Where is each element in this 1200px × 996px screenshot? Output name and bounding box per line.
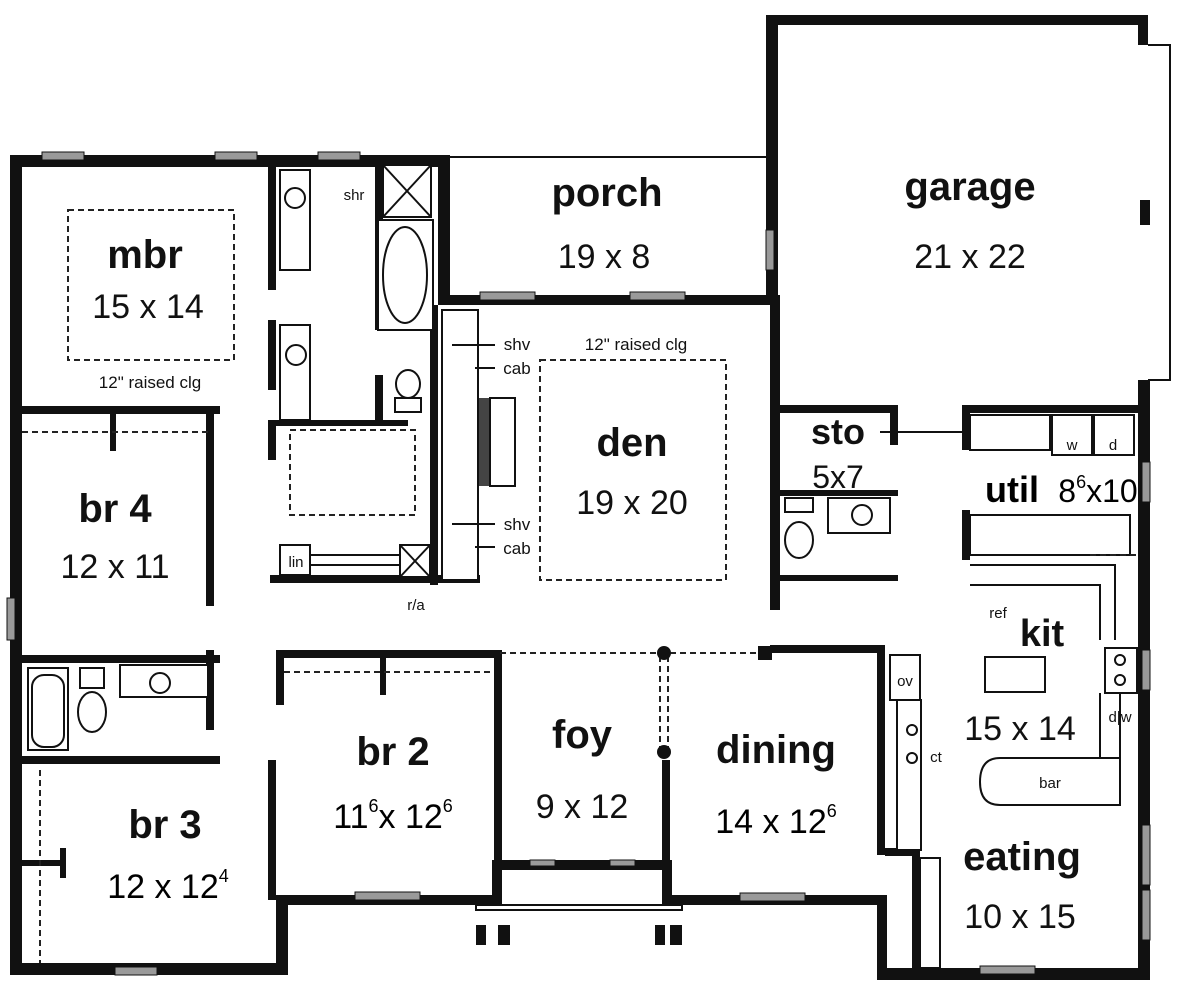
room-labels: mbr 15 x 14 12" raised clg porch 19 x 8 …	[60, 165, 1137, 936]
dw-label: d|w	[1108, 709, 1131, 726]
ov-label: ov	[897, 673, 913, 690]
garage-name: garage	[904, 165, 1035, 209]
windows	[6, 151, 1151, 976]
shr-label: shr	[344, 187, 365, 204]
garage-outline	[450, 44, 1171, 381]
util-dim: 86x10	[1058, 472, 1137, 509]
foy-dim: 9 x 12	[536, 788, 629, 826]
br4-dim: 12 x 11	[60, 548, 169, 586]
br2-dim-a: 11	[333, 798, 368, 836]
den-note: 12" raised clg	[585, 335, 687, 354]
mbr-dim: 15 x 14	[92, 288, 204, 326]
den-name: den	[596, 421, 667, 465]
util-dim-b: x10	[1086, 473, 1138, 509]
dining-dim: 14 x 126	[715, 801, 837, 841]
den-dim: 19 x 20	[576, 484, 688, 522]
exterior-walls	[10, 15, 1150, 980]
fixture-labels: shr shv cab shv cab lin r/a ref ov ct ba…	[288, 187, 1131, 792]
lin-label: lin	[288, 554, 303, 571]
dining-name: dining	[716, 728, 836, 772]
br2-dim-b-sup: 6	[443, 796, 453, 816]
shv-top-label: shv	[504, 335, 531, 354]
porch-name: porch	[551, 171, 662, 215]
eating-name: eating	[963, 835, 1081, 879]
garage-dim: 21 x 22	[914, 238, 1026, 276]
columns	[657, 646, 772, 759]
porch-dim: 19 x 8	[558, 238, 651, 276]
d-label: d	[1109, 437, 1117, 454]
br3-name: br 3	[128, 803, 201, 847]
br3-dim: 12 x 124	[107, 866, 229, 906]
br3-dim-a: 12 x 12	[107, 868, 219, 906]
br2-dim-a-sup: 6	[369, 796, 379, 816]
ref-label: ref	[989, 605, 1007, 622]
foy-name: foy	[552, 713, 613, 757]
eating-dim: 10 x 15	[964, 898, 1076, 936]
util-name: util	[985, 469, 1039, 510]
util-dim-sup: 6	[1076, 472, 1086, 492]
dining-dim-a: 14 x 12	[715, 803, 827, 841]
shv-bottom-label: shv	[504, 515, 531, 534]
cab-top-label: cab	[503, 359, 530, 378]
sto-dim: 5x7	[812, 459, 864, 495]
kit-dim: 15 x 14	[964, 710, 1076, 748]
sto-name: sto	[811, 411, 865, 452]
dining-dim-sup: 6	[827, 801, 837, 821]
util-dim-a: 8	[1058, 473, 1076, 509]
mbr-note: 12" raised clg	[99, 373, 201, 392]
fixtures	[27, 164, 1138, 969]
ra-label: r/a	[407, 597, 425, 614]
kit-name: kit	[1020, 613, 1065, 655]
cab-bottom-label: cab	[503, 539, 530, 558]
bar-label: bar	[1039, 775, 1061, 792]
raised-ceiling-outlines	[22, 209, 770, 963]
br2-dim: 116x 126	[333, 796, 453, 836]
ct-label: ct	[930, 749, 943, 766]
w-label: w	[1066, 437, 1078, 454]
shelf-arrows	[452, 344, 495, 548]
br3-dim-sup: 4	[219, 866, 229, 886]
mbr-name: mbr	[107, 233, 183, 277]
br2-name: br 2	[356, 730, 429, 774]
br4-name: br 4	[78, 487, 152, 531]
br2-dim-mid: x 12	[379, 798, 443, 836]
